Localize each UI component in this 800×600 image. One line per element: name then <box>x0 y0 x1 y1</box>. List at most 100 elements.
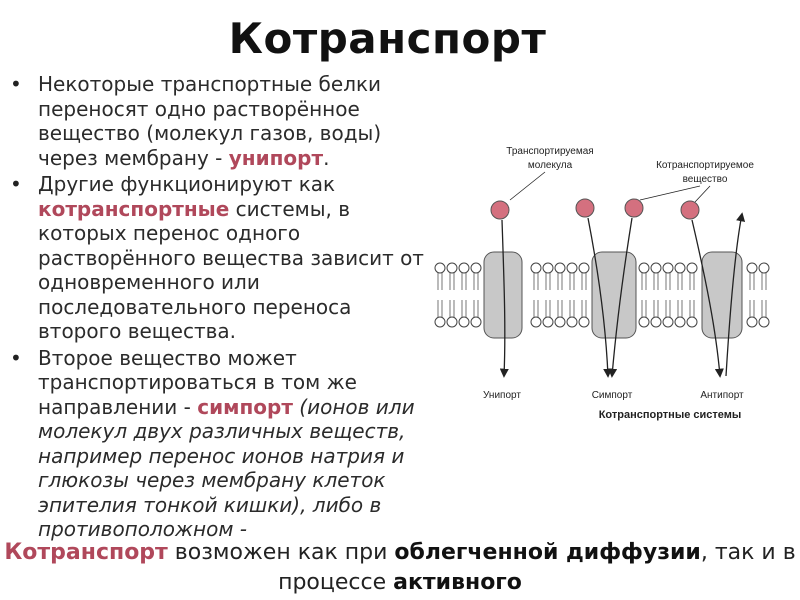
lipid-head <box>530 316 542 328</box>
label-symport: Симпорт <box>592 390 633 401</box>
bullet-dot: • <box>10 72 22 96</box>
lipid-head <box>662 262 674 274</box>
lipid-bilayer <box>434 262 770 328</box>
molecule-uniport <box>490 200 510 220</box>
lipid-head <box>638 262 650 274</box>
footer-bold-2: активного <box>393 570 522 595</box>
lipid-head <box>446 262 458 274</box>
figure-caption: Котранспортные системы <box>599 409 742 421</box>
label-uniport: Унипорт <box>483 390 521 401</box>
lipid-head <box>746 262 758 274</box>
slide-title: Котранспорт <box>228 14 547 63</box>
lipid-head <box>758 262 770 274</box>
bullet-text-cont: системы, в которых перенос одного раство… <box>38 196 424 344</box>
bullet-text: Некоторые транспортные белки переносят о… <box>38 72 382 170</box>
lipid-tail <box>569 300 575 317</box>
lipid-tail <box>449 273 455 290</box>
bullet-end: . <box>323 145 330 170</box>
molecule-symport-1 <box>575 198 595 218</box>
label-transported-molecule: Транспортируемая <box>506 146 593 157</box>
lipid-tail <box>533 300 539 317</box>
lipid-head <box>434 316 446 328</box>
lipid-head <box>530 262 542 274</box>
lipid-tail <box>545 300 551 317</box>
footer-term: Котранспорт <box>4 540 168 565</box>
uniport-arrow <box>499 219 509 378</box>
lipid-tail <box>473 273 479 290</box>
footer-bold-1: облегченной диффузии <box>394 540 701 565</box>
bullet-text: Другие функционируют как <box>38 172 336 196</box>
footer-note: Котранспорт возможен как при облегченной… <box>0 538 800 598</box>
label-cotransported-2: вещество <box>683 174 728 185</box>
bullet-italic-note: (ионов или молекул двух различных вещест… <box>38 394 415 542</box>
lipid-head <box>434 262 446 274</box>
lipid-head <box>554 262 566 274</box>
lipid-head <box>638 316 650 328</box>
lipid-tail <box>665 273 671 290</box>
pointer-line <box>509 171 546 201</box>
label-antiport: Антипорт <box>700 390 744 401</box>
lipid-tail <box>653 300 659 317</box>
molecule-symport-2 <box>624 198 644 218</box>
lipid-tail <box>545 273 551 290</box>
symport-protein <box>591 251 637 339</box>
lipid-tail <box>641 273 647 290</box>
bullet-text: Второе вещество может транспортироваться… <box>38 345 357 419</box>
lipid-tail <box>677 300 683 317</box>
lipid-head <box>578 262 590 274</box>
label-cotransported: Котранспортируемое <box>656 160 754 171</box>
term-symport: симпорт <box>197 394 293 419</box>
molecule-antiport <box>680 200 700 220</box>
lipid-head <box>470 316 482 328</box>
lipid-tail <box>749 273 755 290</box>
lipid-tail <box>437 300 443 317</box>
lipid-head <box>686 316 698 328</box>
lipid-head <box>650 262 662 274</box>
footer-text-2: , так и в процессе <box>278 540 796 595</box>
lipid-tail <box>533 273 539 290</box>
term-uniport: унипорт <box>228 145 324 170</box>
footer-text-1: возможен как при <box>167 540 395 565</box>
lipid-tail <box>653 273 659 290</box>
lipid-tail <box>437 273 443 290</box>
lipid-tail <box>557 300 563 317</box>
lipid-tail <box>677 273 683 290</box>
lipid-tail <box>569 273 575 290</box>
lipid-head <box>554 316 566 328</box>
lipid-head <box>674 316 686 328</box>
lipid-head <box>542 262 554 274</box>
antiport-arrow-in <box>691 219 724 378</box>
lipid-head <box>566 316 578 328</box>
lipid-head <box>458 262 470 274</box>
label-transported-molecule-2: молекула <box>528 160 573 171</box>
bullet-list: • Некоторые транспортные белки переносят… <box>10 72 430 544</box>
lipid-head <box>686 262 698 274</box>
lipid-tail <box>761 273 767 290</box>
lipid-head <box>758 316 770 328</box>
bullet-dot: • <box>10 345 22 370</box>
symport-arrow-2 <box>608 217 633 378</box>
cotransport-figure: Транспортируемая молекула Котранспортиру… <box>430 130 772 430</box>
lipid-tail <box>461 273 467 290</box>
antiport-arrow-out <box>725 212 746 377</box>
lipid-tail <box>581 273 587 290</box>
lipid-tail <box>461 300 467 317</box>
bullet-cotransport: • Другие функционируют как котранспортны… <box>10 172 430 344</box>
term-cotransport: котранспортные <box>38 196 230 221</box>
lipid-tail <box>449 300 455 317</box>
lipid-head <box>446 316 458 328</box>
lipid-tail <box>557 273 563 290</box>
lipid-head <box>470 262 482 274</box>
bullet-dot: • <box>10 172 22 196</box>
lipid-head <box>542 316 554 328</box>
lipid-tail <box>665 300 671 317</box>
bullet-symport: • Второе вещество может транспортировать… <box>10 346 430 542</box>
lipid-head <box>650 316 662 328</box>
bullet-uniport: • Некоторые транспортные белки переносят… <box>10 72 430 170</box>
lipid-head <box>566 262 578 274</box>
lipid-head <box>662 316 674 328</box>
symport-arrow-1 <box>587 217 613 378</box>
pointer-line <box>694 185 711 203</box>
pointer-line <box>639 185 701 201</box>
lipid-tail <box>473 300 479 317</box>
